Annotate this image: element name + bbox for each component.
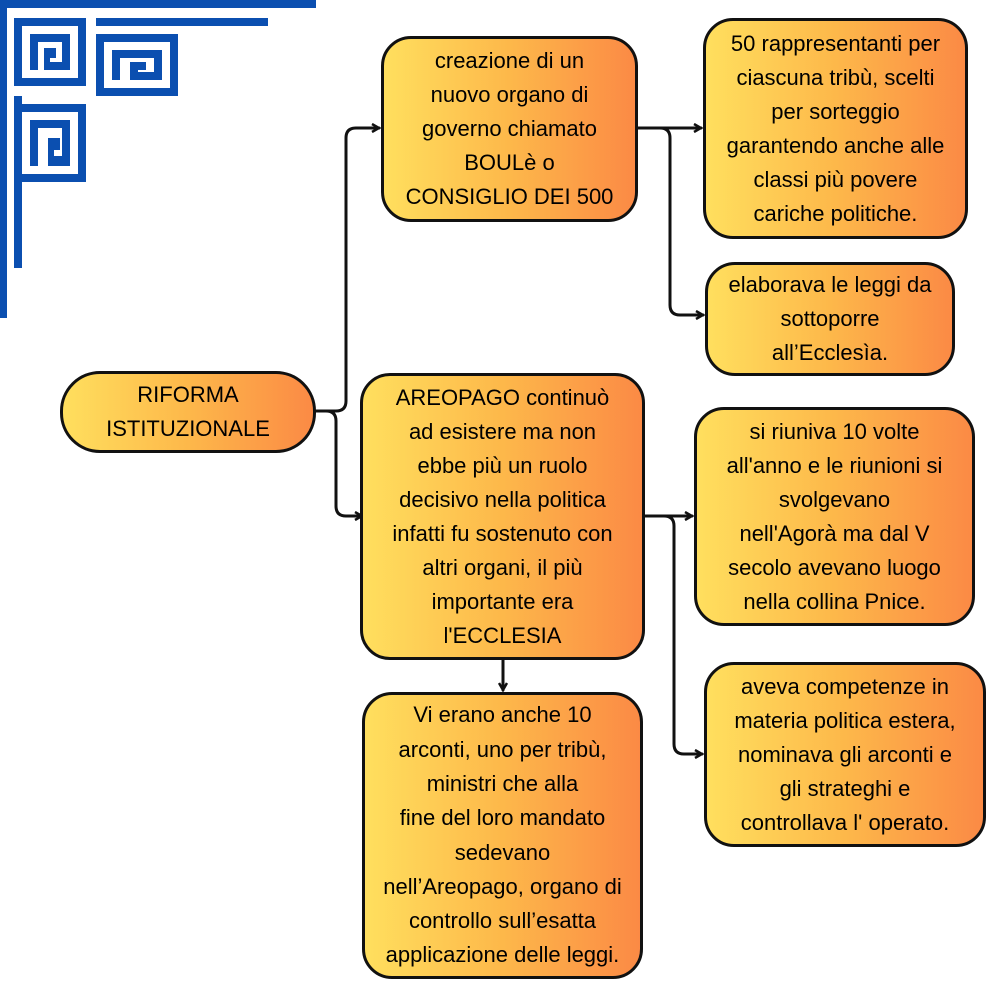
node-boule-rappresentanti: 50 rappresentanti per ciascuna tribù, sc… xyxy=(703,18,968,239)
connectors xyxy=(312,126,703,754)
node-riforma-istituzionale: RIFORMA ISTITUZIONALE xyxy=(60,371,316,453)
node-boule: creazione di un nuovo organo di governo … xyxy=(381,36,638,222)
node-arconti: Vi erano anche 10 arconti, uno per tribù… xyxy=(362,692,643,979)
connector-areopago-to-competenze xyxy=(641,514,702,754)
connector-root-to-boule xyxy=(312,128,379,413)
node-areopago: AREOPAGO continuò ad esistere ma non ebb… xyxy=(360,373,645,660)
connector-root-to-areopago xyxy=(312,409,362,516)
greek-key-meander-icon xyxy=(0,0,316,318)
connector-boule-to-leggi xyxy=(634,126,703,315)
node-boule-leggi: elaborava le leggi da sottoporre all’Ecc… xyxy=(705,262,955,376)
node-ecclesia-riunioni: si riuniva 10 volte all'anno e le riunio… xyxy=(694,407,975,626)
node-ecclesia-competenze: aveva competenze in materia politica est… xyxy=(704,662,986,847)
